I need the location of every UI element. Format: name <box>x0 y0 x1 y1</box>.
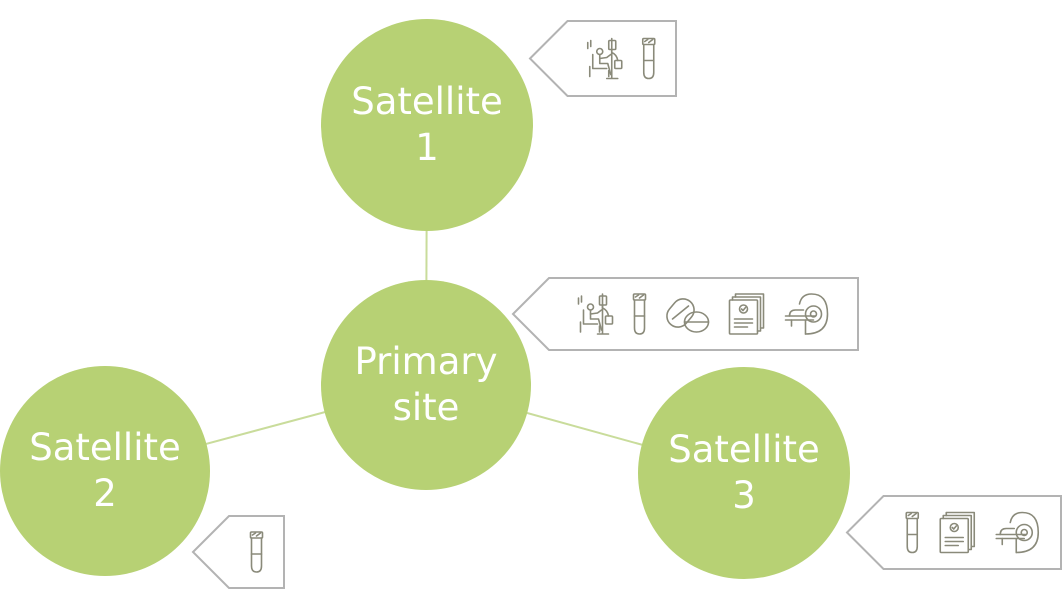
resource-tag-primary <box>511 277 859 351</box>
satellite-3-line1: Satellite <box>668 428 820 471</box>
node-circle-primary <box>321 280 531 490</box>
node-circle-satellite2 <box>0 366 210 576</box>
node-circle-satellite1 <box>321 19 533 231</box>
satellite-2-line1: Satellite <box>29 426 181 469</box>
satellite-3-label: Satellite 3 <box>638 367 850 579</box>
primary-site-label: Primary site <box>321 280 531 490</box>
satellite-2-label: Satellite 2 <box>0 366 210 576</box>
satellite-3-line2: 3 <box>732 474 756 517</box>
resource-tag-satellite2 <box>191 515 285 589</box>
node-circle-satellite3 <box>638 367 850 579</box>
satellite-1-label: Satellite 1 <box>321 19 533 231</box>
primary-site-line2: site <box>392 386 460 429</box>
satellite-2-line2: 2 <box>93 472 117 515</box>
satellite-1-line2: 1 <box>415 126 439 169</box>
resource-tag-satellite1 <box>528 20 677 97</box>
tag-outline-satellite2 <box>191 515 285 589</box>
resource-tags <box>191 20 1062 589</box>
satellite-1-line1: Satellite <box>351 80 503 123</box>
resource-tag-satellite3 <box>845 495 1062 570</box>
primary-site-line1: Primary <box>354 340 498 383</box>
node-circles <box>0 19 850 579</box>
tag-outline-satellite3 <box>845 495 1062 570</box>
